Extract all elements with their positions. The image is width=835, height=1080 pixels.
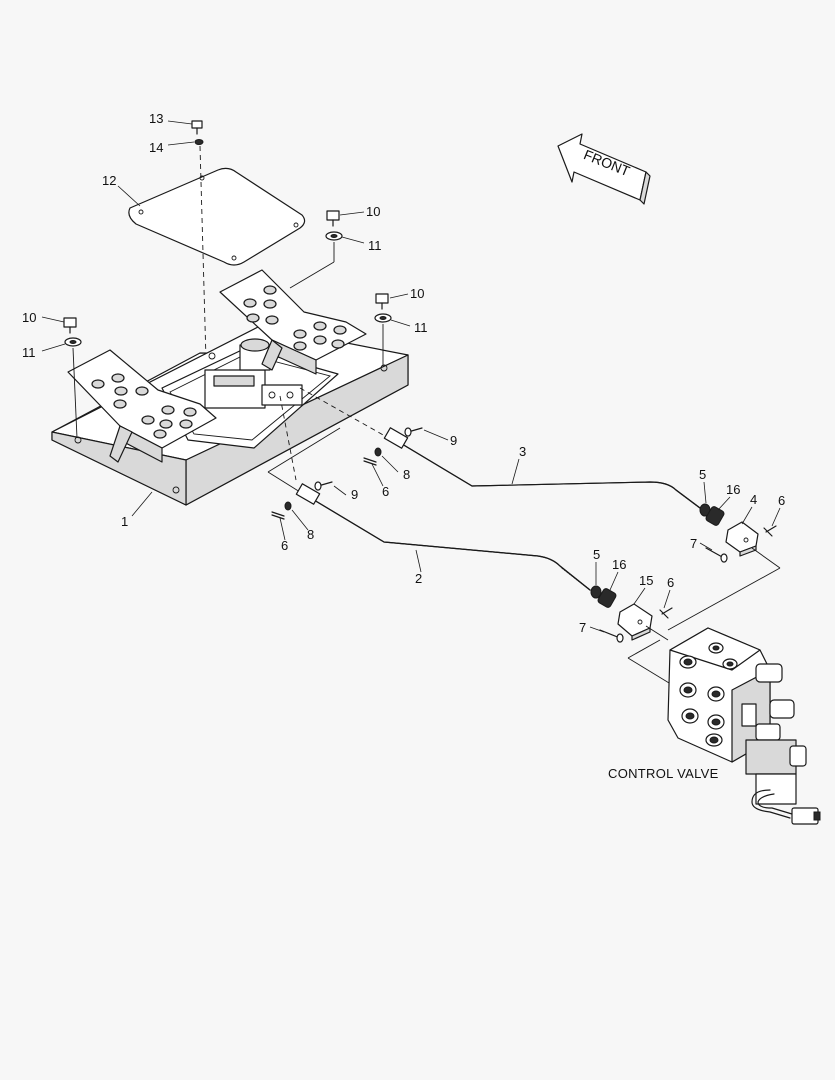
front-arrow: FRONT [557,133,651,205]
callout-10-top: 10 [366,204,380,219]
washer-14 [194,139,204,145]
callout-1: 1 [121,514,128,529]
callout-14: 14 [149,140,163,155]
cotter-6-clevis15 [659,607,673,619]
cotter-6-clevis4 [763,525,777,537]
callout-9-lower: 9 [351,487,358,502]
spring-16-lower [597,588,617,608]
callout-5-upper: 5 [699,467,706,482]
callout-9-upper: 9 [450,433,457,448]
callout-7-upper: 7 [690,536,697,551]
callouts: 13 14 12 10 11 10 11 10 11 1 9 8 6 3 9 8… [22,111,785,635]
callout-5-lower: 5 [593,547,600,562]
callout-6-upper: 6 [382,484,389,499]
callout-6-lower: 6 [281,538,288,553]
nut-5-lower [590,585,602,599]
pin-9-upper [404,427,423,437]
callout-11-right: 11 [414,320,428,335]
rod-3 [383,427,701,509]
callout-8-upper: 8 [403,467,410,482]
control-valve [667,627,821,825]
bolt-10-right [375,293,389,310]
cover-plate [128,167,306,266]
bolt-13 [191,120,203,135]
callout-16-upper: 16 [726,482,740,497]
callout-10-left: 10 [22,310,36,325]
callout-6-clevis4: 6 [778,493,785,508]
washer-8-lower [284,501,292,511]
callout-7-lower: 7 [579,620,586,635]
callout-4: 4 [750,492,757,507]
cotter-6-upper [363,457,377,466]
clevis-4 [725,521,759,557]
leader-lines [41,120,781,633]
control-valve-label: CONTROL VALVE [608,766,719,781]
callout-11-top: 11 [368,238,382,253]
cotter-6-lower [271,511,285,520]
callout-3: 3 [519,444,526,459]
callout-13: 13 [149,111,163,126]
callout-6-clevis15: 6 [667,575,674,590]
bolt-10-left [63,317,77,334]
callout-15: 15 [639,573,653,588]
rod-2 [295,483,591,591]
callout-10-right: 10 [410,286,424,301]
right-pedal [219,269,367,375]
left-pedal [67,349,217,463]
pin-7-upper [705,547,728,563]
bolt-10-top [326,210,340,227]
callout-12: 12 [102,173,116,188]
pin-7-lower [599,629,624,643]
callout-16-lower: 16 [612,557,626,572]
callout-8-lower: 8 [307,527,314,542]
clevis-15 [617,603,653,641]
callout-11-left: 11 [22,345,36,360]
pin-9-lower [314,481,333,491]
washer-8-upper [374,447,382,457]
callout-2: 2 [415,571,422,586]
